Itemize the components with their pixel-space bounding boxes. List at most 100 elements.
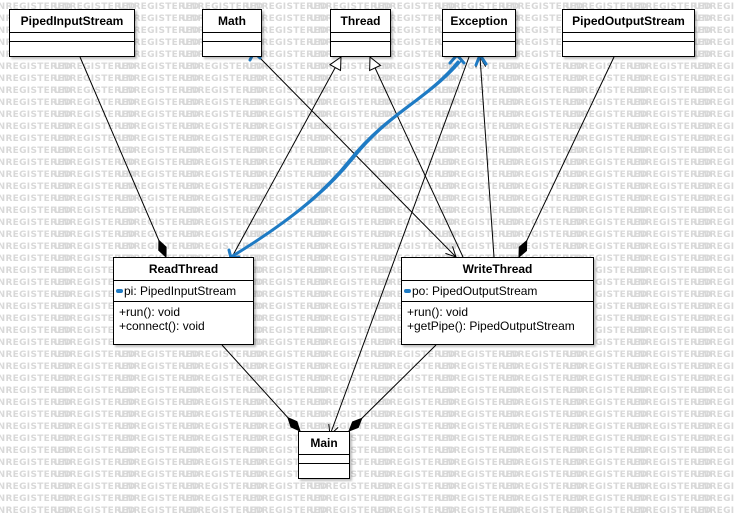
watermark-text: UNREGISTERED [630, 494, 712, 504]
highlight-readthread-exception[interactable] [229, 60, 460, 259]
watermark-text: UNREGISTERED [118, 158, 200, 168]
watermark-text: UNREGISTERED [374, 86, 456, 96]
watermark-text: UNREGISTERED [0, 206, 72, 216]
watermark-text: UNREGISTERED [694, 434, 735, 444]
watermark-text: UNREGISTERED [118, 374, 200, 384]
watermark-text: UNREGISTERED [246, 218, 328, 228]
watermark-text: UNREGISTERED [566, 242, 648, 252]
watermark-text: UNREGISTERED [54, 242, 136, 252]
watermark-text: UNREGISTERED [694, 362, 735, 372]
class-name: PipedOutputStream [563, 10, 694, 33]
watermark-text: UNREGISTERED [630, 410, 712, 420]
attributes-compartment [203, 33, 261, 42]
watermark-text: UNREGISTERED [54, 386, 136, 396]
watermark-text: UNREGISTERED [438, 74, 520, 84]
watermark-text: UNREGISTERED [0, 374, 72, 384]
watermark-text: UNREGISTERED [182, 206, 264, 216]
watermark-text: UNREGISTERED [182, 194, 264, 204]
watermark-text: UNREGISTERED [566, 374, 648, 384]
watermark-text: UNREGISTERED [310, 218, 392, 228]
watermark-text: UNREGISTERED [0, 434, 72, 444]
watermark-text: UNREGISTERED [630, 230, 712, 240]
watermark-text: UNREGISTERED [246, 206, 328, 216]
watermark-text: UNREGISTERED [502, 446, 584, 456]
watermark-row: UNREGISTEREDUNREGISTEREDUNREGISTEREDUNRE… [0, 62, 735, 72]
watermark-text: UNREGISTERED [694, 206, 735, 216]
watermark-text: UNREGISTERED [502, 494, 584, 504]
watermark-text: UNREGISTERED [438, 86, 520, 96]
watermark-text: UNREGISTERED [182, 122, 264, 132]
watermark-text: UNREGISTERED [118, 110, 200, 120]
watermark-text: UNREGISTERED [374, 470, 456, 480]
watermark-row: UNREGISTEREDUNREGISTEREDUNREGISTEREDUNRE… [0, 470, 735, 480]
watermark-text: UNREGISTERED [118, 122, 200, 132]
watermark-text: UNREGISTERED [0, 266, 72, 276]
class-pipedoutputstream[interactable]: PipedOutputStream [562, 9, 695, 57]
watermark-text: UNREGISTERED [566, 62, 648, 72]
watermark-text: UNREGISTERED [246, 362, 328, 372]
class-main[interactable]: Main [298, 431, 350, 479]
class-pipedinputstream[interactable]: PipedInputStream [9, 9, 135, 57]
watermark-text: UNREGISTERED [374, 458, 456, 468]
watermark-text: UNREGISTERED [54, 422, 136, 432]
class-math[interactable]: Math [202, 9, 262, 57]
class-exception[interactable]: Exception [442, 9, 516, 57]
attributes-compartment [10, 33, 134, 42]
watermark-text: UNREGISTERED [182, 398, 264, 408]
watermark-text: UNREGISTERED [694, 254, 735, 264]
operation-row[interactable]: +connect(): void [119, 319, 205, 333]
operation-row[interactable]: +run(): void [407, 305, 469, 319]
watermark-row: UNREGISTEREDUNREGISTEREDUNREGISTEREDUNRE… [0, 362, 735, 372]
watermark-text: UNREGISTERED [438, 194, 520, 204]
class-thread[interactable]: Thread [330, 9, 391, 57]
watermark-text: UNREGISTERED [694, 110, 735, 120]
watermark-text: UNREGISTERED [0, 62, 72, 72]
class-readthread[interactable]: ReadThread pi: PipedInputStream +run(): … [113, 257, 254, 345]
watermark-text: UNREGISTERED [694, 158, 735, 168]
watermark-text: UNREGISTERED [310, 482, 392, 492]
watermark-text: UNREGISTERED [502, 14, 584, 24]
operation-row[interactable]: +getPipe(): PipedOutputStream [407, 319, 575, 333]
watermark-text: UNREGISTERED [566, 386, 648, 396]
class-name: PipedInputStream [10, 10, 134, 33]
watermark-text: UNREGISTERED [310, 254, 392, 264]
attribute-row[interactable]: pi: PipedInputStream [116, 284, 248, 298]
watermark-text: UNREGISTERED [246, 146, 328, 156]
watermark-text: UNREGISTERED [246, 74, 328, 84]
attribute-row[interactable]: po: PipedOutputStream [404, 284, 588, 298]
watermark-text: UNREGISTERED [502, 26, 584, 36]
watermark-text: UNREGISTERED [502, 122, 584, 132]
watermark-text: UNREGISTERED [246, 374, 328, 384]
watermark-text: UNREGISTERED [694, 266, 735, 276]
watermark-text: UNREGISTERED [694, 386, 735, 396]
watermark-text: UNREGISTERED [54, 2, 136, 12]
watermark-text: UNREGISTERED [118, 410, 200, 420]
watermark-text: UNREGISTERED [502, 194, 584, 204]
watermark-text: UNREGISTERED [502, 206, 584, 216]
watermark-text: UNREGISTERED [630, 110, 712, 120]
watermark-text: UNREGISTERED [54, 326, 136, 336]
watermark-text: UNREGISTERED [566, 2, 648, 12]
watermark-text: UNREGISTERED [374, 26, 456, 36]
watermark-text: UNREGISTERED [246, 506, 328, 516]
watermark-row: UNREGISTEREDUNREGISTEREDUNREGISTEREDUNRE… [0, 386, 735, 396]
watermark-text: UNREGISTERED [502, 98, 584, 108]
watermark-text: UNREGISTERED [310, 86, 392, 96]
watermark-text: UNREGISTERED [118, 482, 200, 492]
watermark-text: UNREGISTERED [630, 290, 712, 300]
watermark-text: UNREGISTERED [502, 2, 584, 12]
class-writethread[interactable]: WriteThread po: PipedOutputStream +run()… [401, 257, 594, 345]
watermark-text: UNREGISTERED [246, 494, 328, 504]
private-visibility-icon [404, 289, 411, 293]
watermark-text: UNREGISTERED [694, 398, 735, 408]
watermark-text: UNREGISTERED [566, 182, 648, 192]
attribute-text: po: PipedOutputStream [412, 284, 538, 298]
operation-row[interactable]: +run(): void [119, 305, 181, 319]
watermark-text: UNREGISTERED [438, 470, 520, 480]
watermark-text: UNREGISTERED [118, 494, 200, 504]
watermark-text: UNREGISTERED [118, 62, 200, 72]
watermark-text: UNREGISTERED [246, 434, 328, 444]
watermark-text: UNREGISTERED [246, 482, 328, 492]
watermark-text: UNREGISTERED [0, 194, 72, 204]
watermark-text: UNREGISTERED [502, 218, 584, 228]
